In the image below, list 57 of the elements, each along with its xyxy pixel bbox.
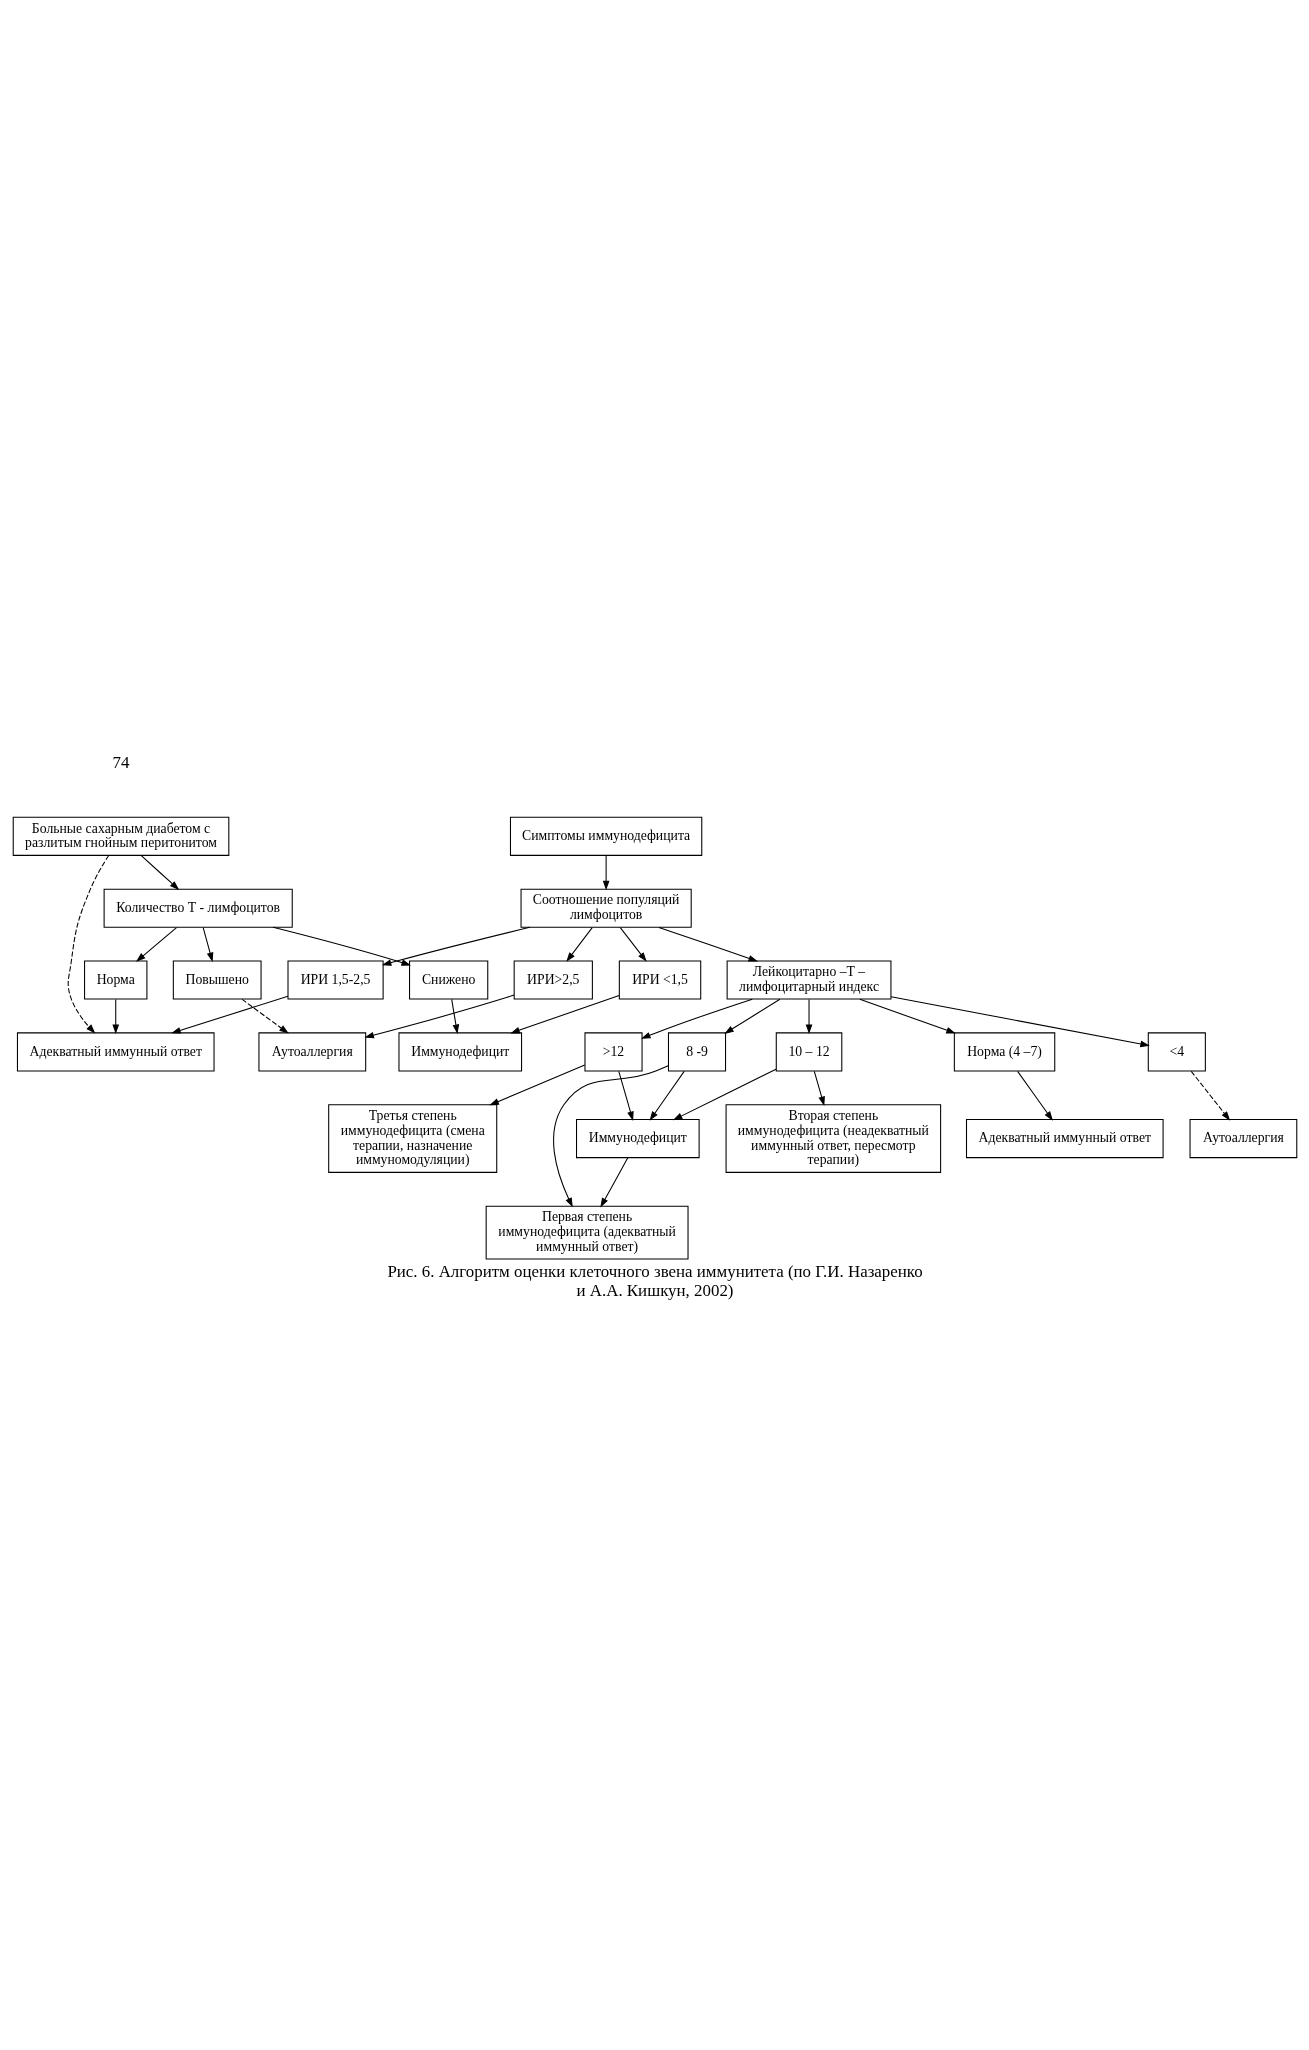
arrow [140, 854, 179, 890]
arrow [657, 926, 758, 962]
arrow [813, 1070, 825, 1106]
arrow [381, 926, 530, 966]
arrow [1190, 1070, 1230, 1121]
node-box: ИРИ <1,5 [618, 960, 701, 1000]
arrow [488, 1064, 585, 1105]
node-box: Адекватный иммунный ответ [965, 1118, 1164, 1158]
arrow [67, 854, 109, 1034]
node-box: Иммунодефицит [397, 1031, 522, 1071]
node-box: Иммунодефицит [575, 1118, 700, 1158]
arrow [723, 998, 780, 1034]
node-box: Норма (4 –7) [953, 1031, 1055, 1071]
node-box: Первая степень иммунодефицита (адекватный иммунный ответ) [485, 1205, 689, 1260]
arrow [1016, 1070, 1053, 1121]
node-box: Адекватный иммунный ответ [16, 1031, 215, 1071]
arrow [617, 1070, 634, 1121]
arrow [363, 994, 515, 1038]
node-box: Количество Т - лимфоцитов [103, 888, 293, 928]
arrow [135, 926, 177, 962]
node-box: Соотношение популяций лимфоцитов [520, 888, 692, 928]
node-box: Снижено [408, 960, 488, 1000]
node-box: Повышено [172, 960, 262, 1000]
arrow [858, 998, 956, 1033]
node-box: Симптомы иммунодефицита [509, 816, 702, 856]
arrow [640, 998, 753, 1039]
node-box: Аутоаллергия [257, 1031, 366, 1071]
label: 74 [112, 752, 129, 772]
arrow [890, 995, 1150, 1047]
arrow [805, 998, 812, 1034]
node-box: ИРИ>2,5 [513, 960, 593, 1000]
arrow [565, 926, 593, 962]
caption: Рис. 6. Алгоритм оценки клеточного звена иммунитета (по Г.И. Назаренко и А.А. Кишкун, 2002) [386, 1261, 923, 1300]
node-box: Третья степень иммунодефицита (смена терапии, назначение иммуномодуляции) [327, 1103, 497, 1173]
arrow [509, 994, 620, 1033]
arrow [672, 1068, 777, 1120]
node-box: Норма [83, 960, 147, 1000]
node-box: 8 -9 [667, 1031, 726, 1071]
arrow [202, 926, 213, 962]
arrow [111, 998, 119, 1034]
node-box: >12 [583, 1031, 643, 1071]
node-box: Вторая степень иммунодефицита (неадекватный иммунный ответ, пересмотр терапии) [725, 1103, 941, 1173]
node-box: ИРИ 1,5-2,5 [287, 960, 384, 1000]
arrow [170, 995, 288, 1034]
node-box: Аутоаллергия [1189, 1118, 1297, 1158]
node-box: <4 [1147, 1031, 1206, 1071]
arrow [649, 1070, 685, 1121]
arrow [272, 926, 411, 966]
arrow [241, 998, 289, 1034]
arrow [602, 854, 609, 890]
node-box: Больные сахарным диабетом с разлитым гнойным перитонитом [12, 816, 229, 856]
arrow [619, 926, 647, 962]
node-box: 10 – 12 [775, 1031, 842, 1071]
arrow [450, 998, 459, 1034]
arrow [599, 1156, 628, 1208]
arrow [552, 1064, 669, 1207]
node-box: Лейкоцитарно –Т – лимфоцитарный индекс [726, 960, 891, 1000]
